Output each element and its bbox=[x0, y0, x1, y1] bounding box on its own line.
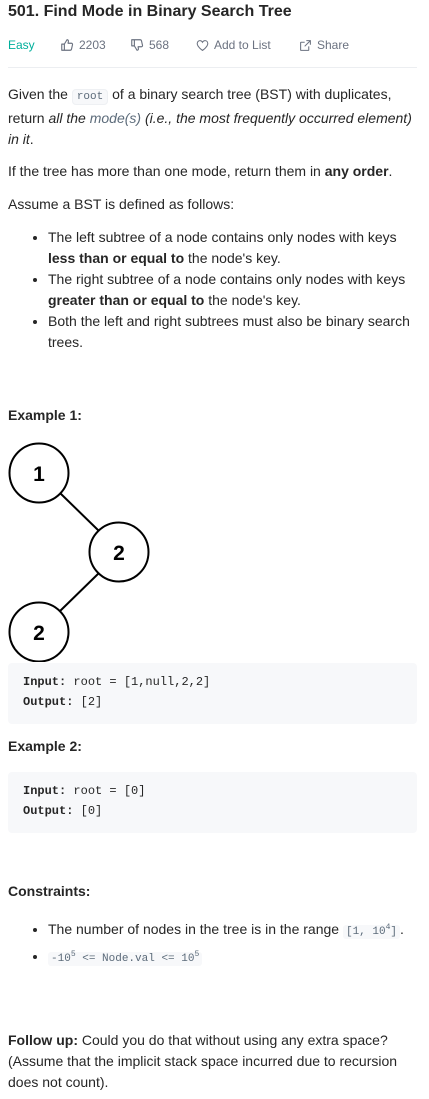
share-button[interactable]: Share bbox=[299, 37, 349, 53]
text: The right subtree of a node contains onl… bbox=[48, 271, 406, 287]
text: <= Node.val <= 10 bbox=[75, 953, 195, 965]
tree-node bbox=[8, 442, 70, 504]
bold-text: less than or equal to bbox=[48, 250, 185, 266]
text: all the bbox=[48, 110, 90, 126]
description-paragraph: Given the root of a binary search tree (… bbox=[8, 84, 414, 150]
example-2-code-block: Input: root = [0] Output: [0] bbox=[8, 772, 417, 833]
example-output-line: Output: [2] bbox=[23, 695, 102, 709]
dislike-button[interactable]: 568 bbox=[130, 37, 169, 53]
tree-node bbox=[8, 601, 70, 662]
mode-link[interactable]: mode(s) bbox=[89, 110, 142, 126]
list-item: -105 <= Node.val <= 105 bbox=[48, 944, 408, 970]
list-item: The right subtree of a node contains onl… bbox=[48, 269, 414, 311]
example-1-code-block: Input: root = [1,null,2,2] Output: [2] bbox=[8, 663, 417, 724]
text: Given the bbox=[8, 86, 72, 102]
output-label: Output: bbox=[23, 804, 74, 818]
add-to-list-button[interactable]: Add to List bbox=[196, 37, 271, 53]
constraints-label: Constraints: bbox=[8, 883, 91, 899]
text: . bbox=[29, 131, 34, 147]
emphasis: all the mode(s) (i.e., the most frequent… bbox=[8, 110, 412, 147]
share-label: Share bbox=[317, 38, 350, 52]
text: the node's key. bbox=[184, 250, 281, 266]
constraints-list: The number of nodes in the tree is in th… bbox=[8, 917, 408, 971]
example-output-line: Output: [0] bbox=[23, 804, 102, 818]
list-item: The left subtree of a node contains only… bbox=[48, 227, 414, 269]
problem-description: Given the root of a binary search tree (… bbox=[8, 84, 414, 353]
example-1-label: Example 1: bbox=[8, 407, 82, 423]
list-item: Both the left and right subtrees must al… bbox=[48, 311, 414, 353]
input-value: root = [0] bbox=[66, 784, 146, 798]
heart-icon bbox=[196, 40, 209, 52]
input-label: Input: bbox=[23, 784, 67, 798]
text: . bbox=[400, 921, 404, 937]
example-2-label: Example 2: bbox=[8, 738, 82, 754]
follow-up-paragraph: Follow up: Could you do that without usi… bbox=[8, 1030, 420, 1093]
bold-text: greater than or equal to bbox=[48, 292, 205, 308]
dislike-count: 568 bbox=[149, 38, 170, 52]
output-value: [2] bbox=[73, 695, 103, 709]
like-button[interactable]: 2203 bbox=[60, 37, 106, 53]
add-to-list-label: Add to List bbox=[214, 38, 271, 52]
text: [1, bbox=[345, 926, 373, 938]
inline-code: [1, 104] bbox=[342, 923, 400, 939]
thumbs-down-icon bbox=[131, 39, 144, 51]
bst-rules-list: The left subtree of a node contains only… bbox=[8, 227, 414, 353]
superscript: 5 bbox=[70, 950, 76, 959]
like-count: 2203 bbox=[79, 38, 106, 52]
example-input-line: Input: root = [0] bbox=[23, 784, 145, 798]
output-value: [0] bbox=[73, 804, 103, 818]
tree-edge bbox=[58, 571, 101, 613]
superscript: 5 bbox=[194, 950, 200, 959]
description-paragraph: Assume a BST is defined as follows: bbox=[8, 196, 235, 212]
output-label: Output: bbox=[23, 695, 74, 709]
superscript: 4 bbox=[385, 923, 391, 932]
text: The number of nodes in the tree is in th… bbox=[48, 921, 343, 937]
text: The left subtree of a node contains only… bbox=[48, 229, 397, 245]
text: the node's key. bbox=[204, 292, 301, 308]
example-input-line: Input: root = [1,null,2,2] bbox=[23, 675, 210, 689]
description-paragraph: If the tree has more than one mode, retu… bbox=[8, 161, 414, 182]
bold-text: any order bbox=[324, 163, 389, 179]
input-label: Input: bbox=[23, 675, 67, 689]
text: -10 bbox=[51, 953, 71, 965]
page-title: 501. Find Mode in Binary Search Tree bbox=[8, 3, 292, 20]
difficulty-badge: Easy bbox=[8, 38, 35, 52]
example-1-tree-diagram: 1 2 2 bbox=[8, 442, 150, 662]
text: . bbox=[388, 163, 393, 179]
text: of a binary search tree (BST) with dupli… bbox=[8, 86, 392, 126]
tree-node-label: 2 bbox=[33, 622, 45, 645]
list-item: The number of nodes in the tree is in th… bbox=[48, 917, 408, 943]
inline-code: -105 <= Node.val <= 105 bbox=[48, 950, 203, 966]
text: 10 bbox=[372, 926, 386, 938]
inline-code-root: root bbox=[71, 89, 109, 105]
text: (i.e., the most frequently occurred elem… bbox=[8, 110, 412, 147]
tree-node-label: 1 bbox=[33, 463, 45, 486]
input-value: root = [1,null,2,2] bbox=[66, 675, 211, 689]
text: ] bbox=[390, 926, 397, 938]
divider bbox=[8, 67, 417, 68]
thumbs-up-icon bbox=[61, 39, 74, 51]
text: Could you do that without using any extr… bbox=[8, 1032, 398, 1090]
tree-node-label: 2 bbox=[113, 542, 125, 565]
bold-text: Follow up: bbox=[8, 1032, 78, 1048]
tree-node bbox=[88, 521, 150, 583]
tree-edge bbox=[59, 492, 100, 532]
text: If the tree has more than one mode, retu… bbox=[8, 163, 325, 179]
share-icon bbox=[300, 40, 311, 51]
